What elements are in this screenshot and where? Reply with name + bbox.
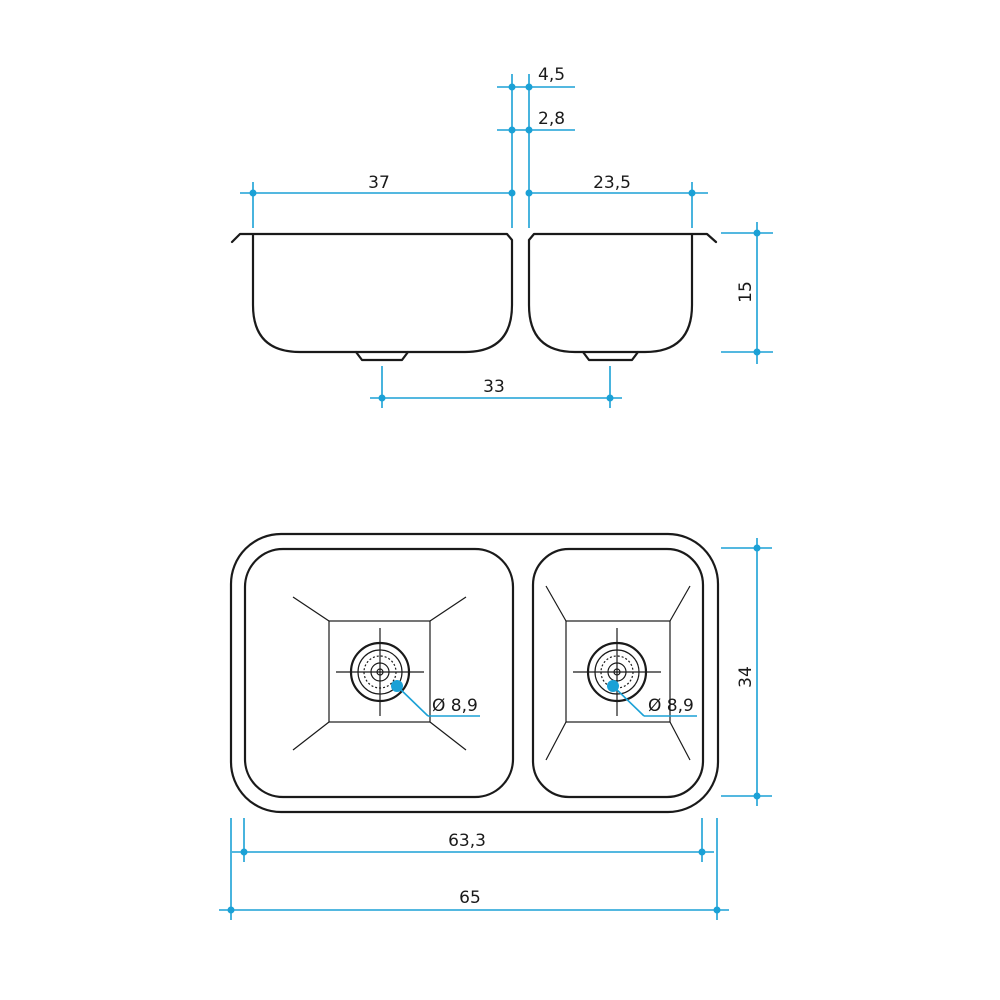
dim-divider-width-label: 2,8 [538,109,565,129]
top-view: Ø 8,9 Ø 8 [219,532,772,920]
right-drain-outlet [581,350,640,362]
dim-left-bowl-width-label: 37 [368,173,390,193]
dim-side-depth-label: 15 [736,281,756,303]
dim-right-drain-diameter-label: Ø 8,9 [648,696,694,716]
side-view: 4,5 2,8 37 23,5 [230,65,773,408]
dim-left-drain-diameter: Ø 8,9 [391,680,480,717]
right-bowl-profile [527,232,718,354]
dim-right-drain-diameter: Ø 8,9 [607,680,697,717]
right-bowl: Ø 8,9 [531,547,705,799]
left-drain-icon [336,628,424,716]
left-drain-outlet [354,350,410,362]
dim-rim-thickness: 4,5 [497,65,575,91]
dim-outer-width: 65 [219,818,729,920]
dim-right-bowl-width: 23,5 [525,173,708,228]
dim-top-depth-label: 34 [736,666,756,688]
left-bowl-profile [230,232,514,354]
dim-inner-width-label: 63,3 [448,831,486,851]
dim-right-bowl-width-label: 23,5 [593,173,631,193]
dim-outer-width-label: 65 [459,888,481,908]
sink-outer-rim [229,532,720,814]
dim-drain-spacing-label: 33 [483,377,505,397]
left-bowl: Ø 8,9 [243,547,515,799]
dim-left-bowl-width: 37 [240,173,516,228]
dim-left-drain-diameter-label: Ø 8,9 [432,696,478,716]
right-drain-icon [573,628,661,716]
dim-divider-width: 2,8 [497,109,575,134]
dim-drain-spacing: 33 [370,366,622,408]
dim-inner-width: 63,3 [232,818,714,862]
dim-rim-thickness-label: 4,5 [538,65,565,85]
dim-top-depth: 34 [721,538,772,806]
dim-side-depth: 15 [721,222,773,364]
